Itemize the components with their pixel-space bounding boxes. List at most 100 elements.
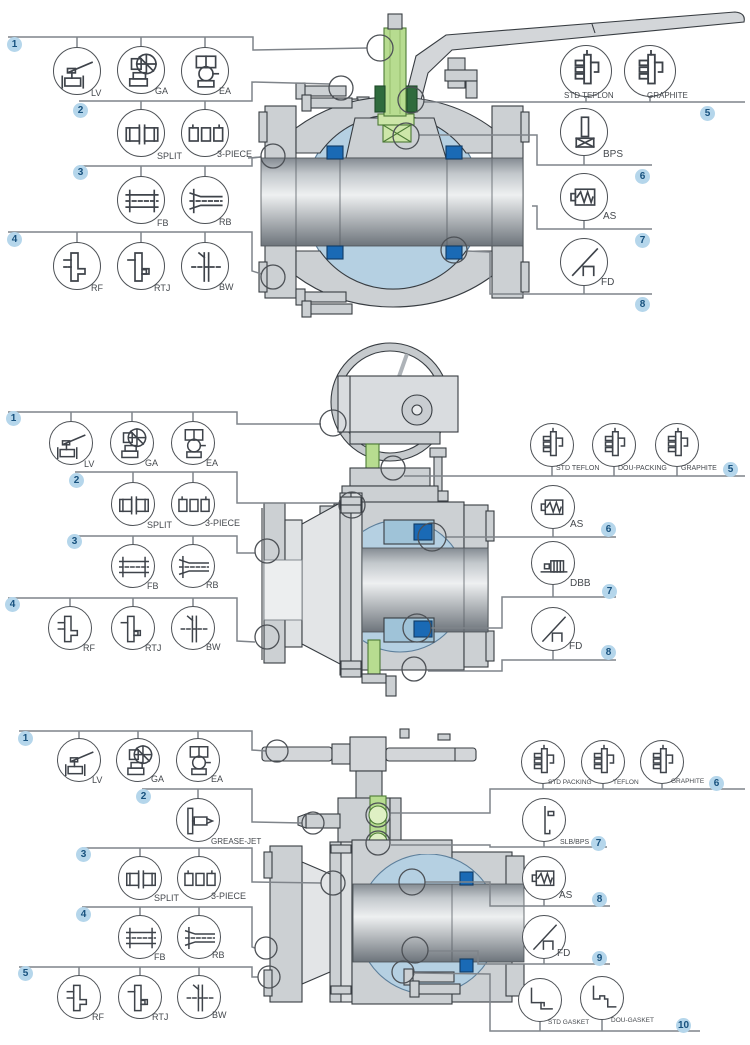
detail-label-bw: BW [206,642,221,652]
valve-callout-circle [338,491,366,519]
callout-number-badge-wrench-operated-ball-valve-8: 8 [592,892,607,907]
detail-label-fb: FB [157,218,169,228]
callout-number-badge-wrench-operated-ball-valve-1: 1 [18,731,33,746]
gear-actuator-icon [128,53,157,87]
detail-label-slb-bps: SLB/BPS [560,839,590,846]
blowout-proof-stem-icon [575,116,595,149]
valve-callout-circle [257,965,281,989]
fire-safe-design-icon [571,247,599,277]
detail-label-std-teflon: STD TEFLON [564,91,614,100]
detail-circle-grease-jet [176,798,220,842]
detail-label-dou-gasket: DOU-GASKET [611,1016,654,1024]
callout-connector-line [142,788,303,824]
detail-circle-rf [53,242,101,290]
valve-callout-circle [401,936,429,964]
detail-label-rtj: RTJ [154,283,171,293]
raised-face-icon [57,615,79,643]
callout-number-badge-wrench-operated-ball-valve-5: 5 [18,966,33,981]
detail-circle-teflon [581,740,625,784]
callout-number-badge-lever-operated-ball-valve-8: 8 [635,297,650,312]
valve-callout-circle [301,811,325,835]
grease-jet-icon [187,807,215,835]
stem-packing-icon [638,50,664,85]
electric-actuator-icon [195,55,220,88]
stem-packing-icon [593,744,615,774]
callout-connector-line [466,250,652,295]
detail-circle-rtj [117,242,165,290]
electric-actuator-icon [189,745,211,776]
detail-circle-rb [177,915,221,959]
detail-label-as: AS [559,890,573,901]
callout-number-badge-lever-operated-ball-valve-2: 2 [73,103,88,118]
callout-connector-line [79,156,262,167]
detail-circle-bw [171,606,215,650]
detail-label-rb: RB [206,580,219,590]
valve-callout-circle [260,264,286,290]
detail-circle-as [522,856,566,900]
detail-circle-bps [560,108,608,156]
detail-circle-bw [177,975,221,1019]
butt-weld-icon [186,984,216,1012]
detail-circle-graphite [624,45,676,97]
detail-label-fd: FD [569,641,583,652]
detail-label-graphite: GRAPHITE [671,777,705,785]
detail-label-split: SPLIT [147,520,173,530]
detail-label-lv: LV [91,88,102,98]
callout-connector-line [8,597,256,643]
callout-number-badge-wrench-operated-ball-valve-2: 2 [136,789,151,804]
detail-label-ga: GA [145,458,159,468]
anti-static-icon [570,188,596,206]
lever-valve-icon [56,434,86,460]
detail-circle-fb [111,544,155,588]
detail-label-ga: GA [151,774,165,784]
valve-callout-circle [392,122,420,150]
callout-number-badge-gear-operated-ball-valve-7: 7 [602,584,617,599]
detail-circle-rb [171,544,215,588]
detail-label-3-piece: 3-PIECE [205,518,241,528]
stem-packing-icon [604,427,626,457]
callout-connector-line [391,844,607,848]
valve-callout-circle [254,624,280,650]
detail-circle-std-gasket [518,978,562,1022]
detail-label-lv: LV [84,459,95,469]
split-body-icon [125,870,157,889]
detail-circle-3-piece [177,856,221,900]
detail-label-fb: FB [147,581,159,591]
detail-circle-fb [118,915,162,959]
callout-connector-line [419,134,652,166]
lever-valve-icon [61,61,94,89]
detail-circle-rtj [118,975,162,1019]
detail-label-lv: LV [92,775,103,785]
valve-callout-circle [320,870,346,896]
detail-label-ea: EA [206,458,219,468]
detail-circle-rf [48,606,92,650]
ring-joint-icon [120,615,142,643]
detail-label-3-piece: 3-PIECE [217,149,253,159]
detail-circle-dou-gasket [580,976,624,1020]
electric-actuator-icon [184,428,206,459]
detail-label-graphite: GRAPHITE [647,91,688,100]
fire-safe-design-icon [541,616,567,643]
detail-circle-split [118,856,162,900]
callout-connector-line [414,972,700,1032]
valve-callout-circle [402,613,432,643]
detail-label-rf: RF [92,1012,104,1022]
callout-number-badge-wrench-operated-ball-valve-3: 3 [76,847,91,862]
callout-number-badge-gear-operated-ball-valve-3: 3 [67,534,82,549]
detail-label-bw: BW [212,1010,227,1020]
valve-callout-circle [401,656,427,682]
detail-label-split: SPLIT [157,151,183,161]
detail-label-rf: RF [83,643,95,653]
detail-circle-as [560,173,608,221]
detail-label-rb: RB [219,217,232,227]
detail-label-fb: FB [154,952,166,962]
callout-connectors [8,36,745,1032]
split-body-icon [125,124,159,145]
butt-weld-icon [191,251,223,282]
detail-circle-std-packing [521,740,565,784]
detail-circle-split [117,109,165,157]
detail-label-teflon: TEFLON [613,778,639,786]
detail-label-rtj: RTJ [152,1012,169,1022]
detail-circle-slb-bps [522,798,566,842]
detail-label-ea: EA [219,86,232,96]
